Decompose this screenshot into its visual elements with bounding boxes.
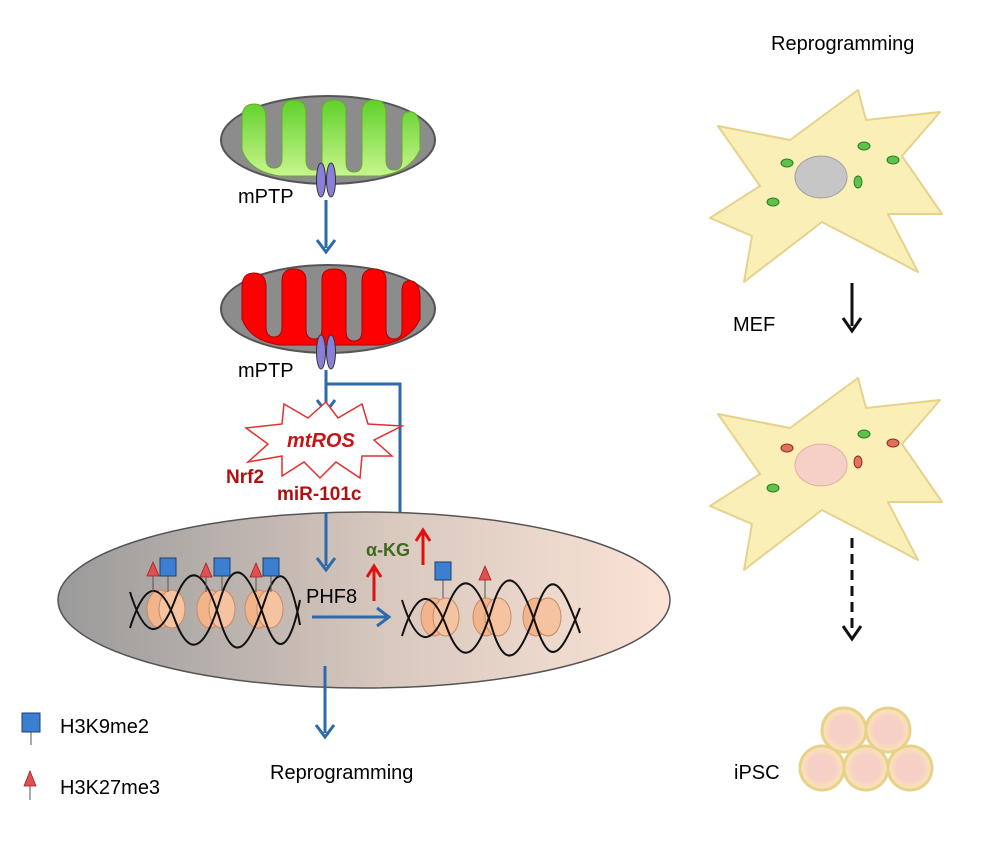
ipsc-colony [798, 706, 934, 792]
mptp-label-top: mPTP [238, 186, 294, 208]
ipsc-label: iPSC [734, 762, 780, 784]
mitochondrion-healthy [220, 95, 436, 198]
legend-triangle-marker [23, 769, 37, 787]
arrow-to-phf8 [315, 512, 337, 573]
legend-h3k9me2: H3K9me2 [60, 716, 149, 738]
akg-increase-arrow [414, 527, 432, 565]
mef-label: MEF [733, 314, 775, 336]
phf8-increase-arrow [365, 563, 383, 601]
arrow-mef-transition [841, 283, 863, 334]
nrf2-label: Nrf2 [226, 467, 264, 488]
nucleus [57, 511, 671, 689]
mir-101c-label: miR-101c [277, 484, 362, 505]
arrow-to-reprogramming [314, 666, 336, 740]
mtros-label: mtROS [287, 430, 355, 452]
chromatin-repressed [129, 557, 301, 649]
mitochondrion-stressed [220, 264, 436, 370]
reprogramming-label-bottom: Reprogramming [270, 762, 413, 784]
mef-cell-reprogramming [709, 377, 943, 571]
legend-square-marker [21, 712, 41, 733]
chromatin-active [401, 561, 581, 657]
mptp-label-bottom: mPTP [238, 360, 294, 382]
reprogramming-label-top: Reprogramming [771, 33, 914, 55]
mef-cell-initial [709, 89, 943, 283]
mtros-starburst [243, 400, 405, 480]
arrow-mito-to-mito [315, 200, 337, 255]
legend [21, 712, 41, 800]
legend-h3k27me3: H3K27me3 [60, 777, 160, 799]
arrow-chromatin-transition [312, 606, 392, 628]
akg-label: α-KG [366, 540, 410, 560]
arrow-dashed-to-ipsc [841, 538, 863, 642]
phf8-label: PHF8 [306, 586, 357, 608]
